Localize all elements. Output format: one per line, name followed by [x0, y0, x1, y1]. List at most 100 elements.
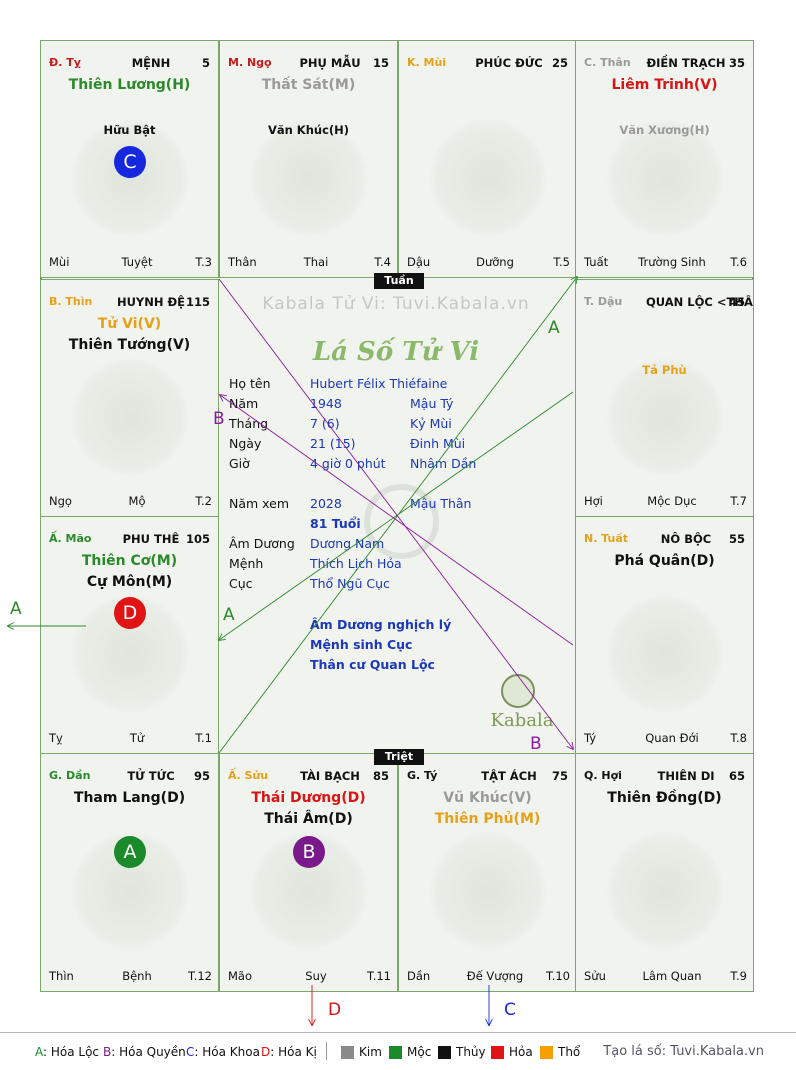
minor-star: Hữu Bật	[103, 123, 156, 137]
palace-t-number: T.5	[553, 255, 570, 269]
palace-stem: M. Ngọ	[228, 56, 272, 69]
legend-hoa-item: C: Hóa Khoa	[186, 1045, 260, 1059]
legend-hoa-label: : Hóa Quyền	[111, 1045, 186, 1059]
zodiac-animal-watermark-icon	[427, 831, 548, 952]
legend-element-label: Hỏa	[509, 1045, 533, 1059]
palace-name: THIÊN DI	[657, 769, 715, 783]
minor-star: Văn Khúc(H)	[267, 123, 350, 137]
palace-stage: Đế Vượng	[466, 969, 524, 983]
hoa-badge: B	[293, 836, 325, 868]
main-star: Liêm Trinh(V)	[611, 77, 718, 93]
info-value: 21 (15)	[310, 436, 356, 451]
palace-stage: Lâm Quan	[642, 969, 702, 983]
palace-branch: Thìn	[49, 969, 74, 983]
site-watermark: Kabala Tử Vi: Tuvi.Kabala.vn	[262, 294, 530, 314]
main-star: Tham Lang(D)	[73, 790, 186, 806]
palace-name: PHÚC ĐỨC	[475, 56, 543, 70]
palace-name: PHU THÊ	[122, 532, 180, 546]
chart-title: Lá Số Tử Vi	[312, 337, 480, 367]
tuan-tag: Tuần	[374, 273, 424, 289]
legend-element-label: Mộc	[407, 1045, 432, 1059]
hoa-badge: C	[114, 146, 146, 178]
legend-element-swatch	[540, 1046, 553, 1059]
arrow-label-c: C	[504, 1000, 516, 1020]
main-star: Thái Âm(D)	[264, 811, 353, 827]
palace-branch: Mão	[228, 969, 253, 983]
palace-name: TÀI BẠCH	[300, 769, 360, 783]
arrow-label-d: D	[328, 1000, 341, 1020]
info-value: 81 Tuổi	[310, 516, 361, 531]
chart-note: Âm Dương nghịch lý	[310, 617, 452, 632]
main-star: Thiên Lương(H)	[68, 77, 191, 93]
zodiac-animal-watermark-icon	[604, 117, 725, 238]
info-value: Dương Nam	[310, 536, 385, 551]
palace-stage: Dưỡng	[476, 255, 514, 269]
info-value: Hubert Félix Thiéfaine	[310, 376, 448, 391]
main-star: Cự Môn(M)	[86, 574, 173, 590]
arrow-label-a3: A	[10, 599, 22, 619]
palace-number: 55	[728, 532, 745, 546]
legend-divider	[326, 1042, 327, 1060]
palace-stem: K. Mùi	[407, 56, 447, 69]
legend-element-swatch	[491, 1046, 504, 1059]
palace-t-number: T.7	[730, 494, 747, 508]
site-credit[interactable]: Tạo lá số: Tuvi.Kabala.vn	[603, 1044, 764, 1059]
palace-number: 35	[728, 56, 745, 70]
palace-name: TẬT ÁCH	[481, 769, 537, 783]
legend-hoa-key: A	[35, 1045, 43, 1059]
info-key: Mệnh	[229, 556, 264, 571]
palace-stem: B. Thìn	[49, 295, 93, 308]
palace-t-number: T.3	[195, 255, 212, 269]
zodiac-animal-watermark-icon	[604, 831, 725, 952]
legend-hoa-label: : Hóa Khoa	[194, 1045, 260, 1059]
legend-element-label: Thủy	[456, 1045, 486, 1059]
palace-t-number: T.8	[730, 731, 747, 745]
palace-number: 15	[372, 56, 389, 70]
main-star: Vũ Khúc(V)	[443, 790, 532, 806]
info-key: Năm	[229, 396, 259, 411]
palace-branch: Tuất	[584, 255, 609, 269]
minor-star: Tả Phù	[642, 363, 687, 377]
center-info-panel: Kabala Tử Vi: Tuvi.Kabala.vn Lá Số Tử Vi…	[219, 279, 573, 753]
legend-element-label: Kim	[359, 1045, 382, 1059]
palace-stem: Ấ. Sửu	[228, 769, 269, 782]
palace-stage: Mộ	[128, 494, 146, 508]
palace-stage: Trường Sinh	[638, 255, 706, 269]
palace-branch: Tý	[584, 731, 597, 745]
info-key: Tháng	[229, 416, 269, 431]
info-value: 7 (6)	[310, 416, 340, 431]
palace-name: QUAN LỘC <THÂN>	[646, 295, 753, 309]
palace-name: HUYNH ĐỆ	[116, 295, 186, 309]
palace-stem: G. Dần	[49, 769, 91, 782]
palace-stage: Tử	[129, 731, 145, 745]
palace-t-number: T.4	[374, 255, 391, 269]
palace-number: 95	[193, 769, 210, 783]
hoa-badge: A	[114, 836, 146, 868]
palace-stem: Ấ. Mão	[49, 532, 92, 545]
info-value: Thổ Ngũ Cục	[310, 576, 390, 591]
palace-header: Ấ. Sửu TÀI BẠCH 85	[228, 769, 389, 785]
info-value-2: Mậu Tý	[410, 396, 454, 411]
info-key: Họ tên	[229, 376, 271, 391]
palace-number: 85	[372, 769, 389, 783]
info-value: Thích Lịch Hỏa	[310, 556, 402, 571]
palace-branch: Sửu	[584, 969, 606, 983]
chart-note: Mệnh sinh Cục	[310, 637, 413, 652]
